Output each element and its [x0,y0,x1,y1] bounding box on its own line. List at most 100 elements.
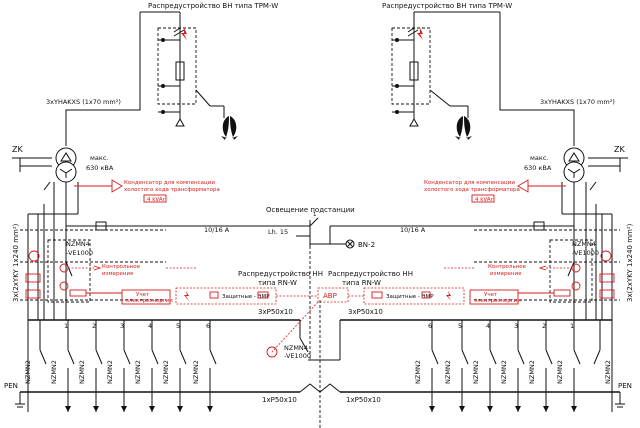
capacitor-right-line2: холостого хода трансформатора [424,187,520,193]
lighting-switch-number: 1 [313,212,317,218]
feeder-number: 6 [206,322,210,330]
control-left-line1: Контрольное [102,264,141,270]
hv-cable-right-label: 3xYHAKXS (1x70 mm²) [540,98,615,106]
feeder-number: 2 [542,322,546,330]
lighting-bn-label: BN-2 [358,241,375,249]
capacitor-left-line2: холостого хода трансформатора [124,187,220,193]
feeder-breakers-right: NZMN2 NZMN2 NZMN2 NZMN2 NZMN2 NZMN2 [414,320,581,412]
main-breaker-right-line2: -VE1000 [572,249,599,257]
feeder-breaker: NZMN2 [106,320,131,412]
metering-left: Контрольное измерение Учет электроэнерги… [25,250,196,305]
hv-switchgear-left-title: Распредустройство ВН типа TPM-W [148,2,278,10]
abr-unit: АВР [271,287,364,353]
feeder-number: 1 [570,322,574,330]
busbar-upper-left: 3xP50x10 [28,308,300,321]
lighting-title: Освещение подстанции [266,206,355,214]
lv-incomer-right [474,204,620,412]
protection-right-label: Защитные - ЭМР [386,294,434,300]
feeder-breaker: NZMN2 [528,320,553,412]
main-breaker-left-line1: NZMN4 [66,240,90,248]
feeder-breaker: NZMN2 [192,320,217,412]
capacitor-right-tag: 4 kVAr [475,197,494,203]
hv-cable-left: 3xYHAKXS (1x70 mm²) [46,11,180,146]
feeder-breaker-label: NZMN2 [162,360,170,384]
protection-right: Защитные - ЭМР [363,287,465,305]
meter-right-line2: электроэнергии [474,298,521,304]
feeder-breaker-label: NZMN2 [444,360,452,384]
hv-cable-left-label: 3xYHAKXS (1x70 mm²) [46,98,121,106]
lv-switchgear-left-line1: Распредустройство НН [238,270,323,278]
transformer-left-line1: макс. [90,154,108,162]
lv-cable-left-label: 3x(2xYKY 1x240 mm²) [12,223,20,302]
bus-coupler: NZMN4 -VE1000 [266,320,341,361]
feeder-number: 5 [176,322,180,330]
transformer-right: ZK макс. 630 кВА [524,145,628,214]
lv-switchgear-right-line1: Распредустройство НН [328,270,413,278]
feeder-breaker-label: NZMN2 [528,360,536,384]
feeder-number: 5 [458,322,462,330]
metering-right: Контрольное измерение Учет электроэнерги… [444,250,615,305]
feeder-breaker: NZMN2 [444,320,469,412]
feeder-breaker: NZMN2 [472,320,497,412]
busbar-lower-right-label: 1xP50x10 [346,396,381,404]
transformer-left-line2: 630 кВА [86,164,114,172]
protection-left-label: Защитные - ЭМР [222,294,270,300]
control-left-line2: измерение [102,271,134,277]
feeders-right: 6 5 4 3 2 1 [428,322,574,330]
transformer-right-line2: 630 кВА [524,164,552,172]
feeder-breaker-label: NZMN2 [472,360,480,384]
main-breaker-right: NZMN4 -VE1000 [549,239,599,303]
feeder-number: 3 [120,322,124,330]
coupler-line1: NZMN4 [284,344,308,352]
substation-lighting: Освещение подстанции 10/16 A 10/16 A 1 L… [66,206,574,360]
main-breaker-left-line2: -VE1000 [66,249,93,257]
pen-busbar: 1xP50x10 1xP50x10 PEN PEN [4,382,632,408]
feeder-breaker: NZMN2 [50,320,75,412]
feeder-number: 1 [64,322,68,330]
pen-left-label: PEN [4,382,18,390]
control-right-line1: Контрольное [488,264,527,270]
meter-left-line1: Учет [136,292,150,298]
capacitor-right: Конденсатор для компенсации холостого хо… [424,179,566,203]
zk-left-label: ZK [12,145,23,154]
feeder-number: 6 [428,322,432,330]
lv-switchgear-left-line2: типа RN-W [258,279,297,287]
zk-right-label: ZK [614,145,625,154]
feeder-breaker: NZMN2 [134,320,159,412]
feeder-number: 4 [148,322,152,330]
meter-right-line1: Учет [484,292,498,298]
lighting-lamp-label: Lh. 15 [268,228,288,236]
hv-switchgear-right: Распредустройство ВН типа TPM-W [382,2,512,140]
feeder-breaker-label: NZMN2 [414,360,422,384]
feeder-breaker-label: NZMN2 [134,360,142,384]
hv-switchgear-right-title: Распредустройство ВН типа TPM-W [382,2,512,10]
feeder-breaker: NZMN2 [556,320,581,412]
capacitor-left: Конденсатор для компенсации холостого хо… [74,179,220,203]
feeder-breaker-label: NZMN2 [192,360,200,384]
feeder-breakers-left: NZMN2 NZMN2 NZMN2 NZMN2 NZMN2 NZMN2 [50,320,217,412]
lv-incomer-left [20,204,166,412]
lighting-breaker-left: 10/16 A [204,226,230,234]
busbar-lower-left-label: 1xP50x10 [262,396,297,404]
lv-cable-right-label: 3x(2xYKY 1x240 mm²) [626,223,634,302]
feeder-breaker-label: NZMN2 [106,360,114,384]
capacitor-left-line1: Конденсатор для компенсации [124,180,215,186]
control-right-line2: измерение [490,271,522,277]
feeder-breaker-label: NZMN2 [24,360,32,384]
transformer-left: ZK макс. 630 кВА [12,145,114,214]
feeder-breaker-label: NZMN2 [604,360,612,384]
main-breaker-right-line1: NZMN4 [572,240,596,248]
feeder-number: 3 [514,322,518,330]
feeder-breaker-label: NZMN2 [500,360,508,384]
busbar-upper-left-label: 3xP50x10 [258,308,293,316]
hv-switchgear-left: Распредустройство ВН типа TPM-W [148,2,278,140]
coupler-line2: -VE1000 [284,352,311,360]
lighting-breaker-right: 10/16 A [400,226,426,234]
feeder-breaker-label: NZMN2 [50,360,58,384]
feeder-number: 2 [92,322,96,330]
abr-label: АВР [323,292,337,300]
feeders-left: 1 2 3 4 5 6 [64,322,210,330]
feeder-breaker: NZMN2 [500,320,525,412]
capacitor-left-tag: 4 kVAr [147,197,166,203]
